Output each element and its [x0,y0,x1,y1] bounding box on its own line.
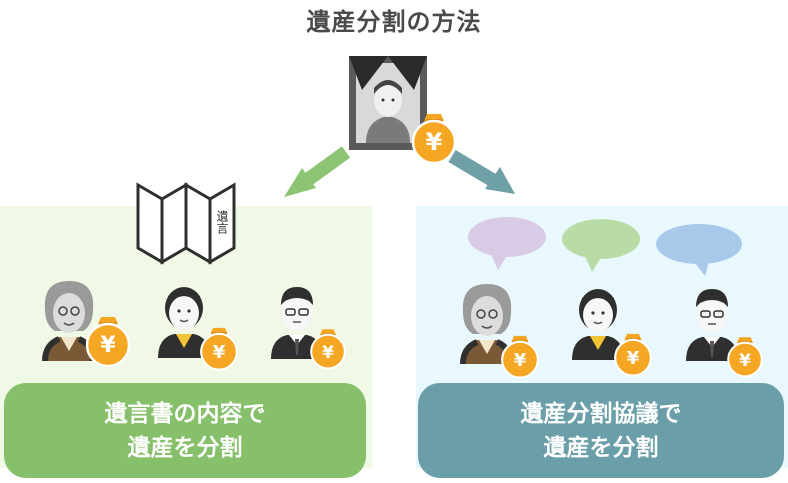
caption-line: 遺言書の内容で [104,400,266,427]
caption-line: 遺産を分割 [543,434,659,461]
memorial-portrait-icon [349,56,427,150]
folded-will-document-icon [136,182,236,265]
arrow-to-agreement [448,149,515,194]
yen-label: ¥ [100,333,116,358]
yen-label: ¥ [514,350,527,371]
yen-label: ¥ [213,342,226,363]
speech-bubble [562,219,640,272]
speech-bubble [468,217,546,270]
caption-line: 遺産を分割 [127,434,243,461]
yen-label: ¥ [426,128,443,156]
speech-bubble [656,224,742,276]
yen-label: ¥ [322,343,334,363]
arrow-to-will [284,146,351,197]
page-title: 遺産分割の方法 [306,8,482,36]
agreement-division-caption: 遺産分割協議で 遺産を分割 [418,383,784,478]
will-division-caption: 遺言書の内容で 遺産を分割 [4,383,366,478]
will-label: 遺言 [215,209,229,235]
yen-label: ¥ [627,348,640,369]
yen-label: ¥ [739,351,751,371]
caption-line: 遺産分割協議で [520,400,682,427]
